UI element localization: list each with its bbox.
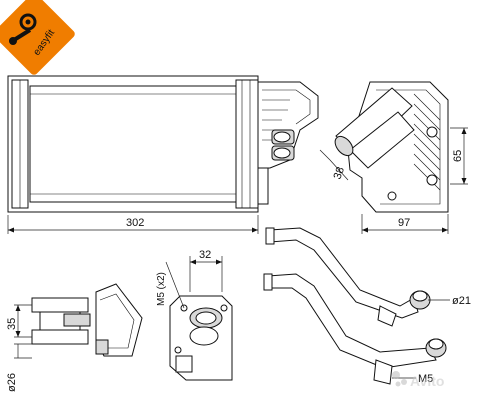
easyfit-badge: easyfit [0, 0, 75, 75]
dim-65: 65 [452, 150, 464, 162]
wrench-gear-icon [9, 13, 37, 45]
dim-38: 38 [332, 165, 347, 181]
flange-view: 32 M5 (x2) [156, 249, 233, 381]
heater-core-front-view: 302 [7, 75, 319, 234]
end-view: 35 ø26 [6, 283, 143, 392]
pipes-view: ø21 M5 [263, 227, 471, 385]
dim-97: 97 [398, 217, 410, 229]
dim-dia-21: ø21 [452, 295, 471, 307]
dim-35: 35 [6, 318, 18, 330]
side-view: 65 38 97 [319, 81, 468, 234]
watermark-text: Avito [410, 373, 444, 389]
dim-m5x2: M5 (x2) [156, 272, 167, 306]
avito-watermark: Avito [392, 371, 444, 389]
dim-m5: M5 [418, 373, 433, 385]
dim-32: 32 [199, 249, 211, 261]
dim-302: 302 [126, 217, 144, 229]
dim-dia-26: ø26 [6, 373, 18, 392]
